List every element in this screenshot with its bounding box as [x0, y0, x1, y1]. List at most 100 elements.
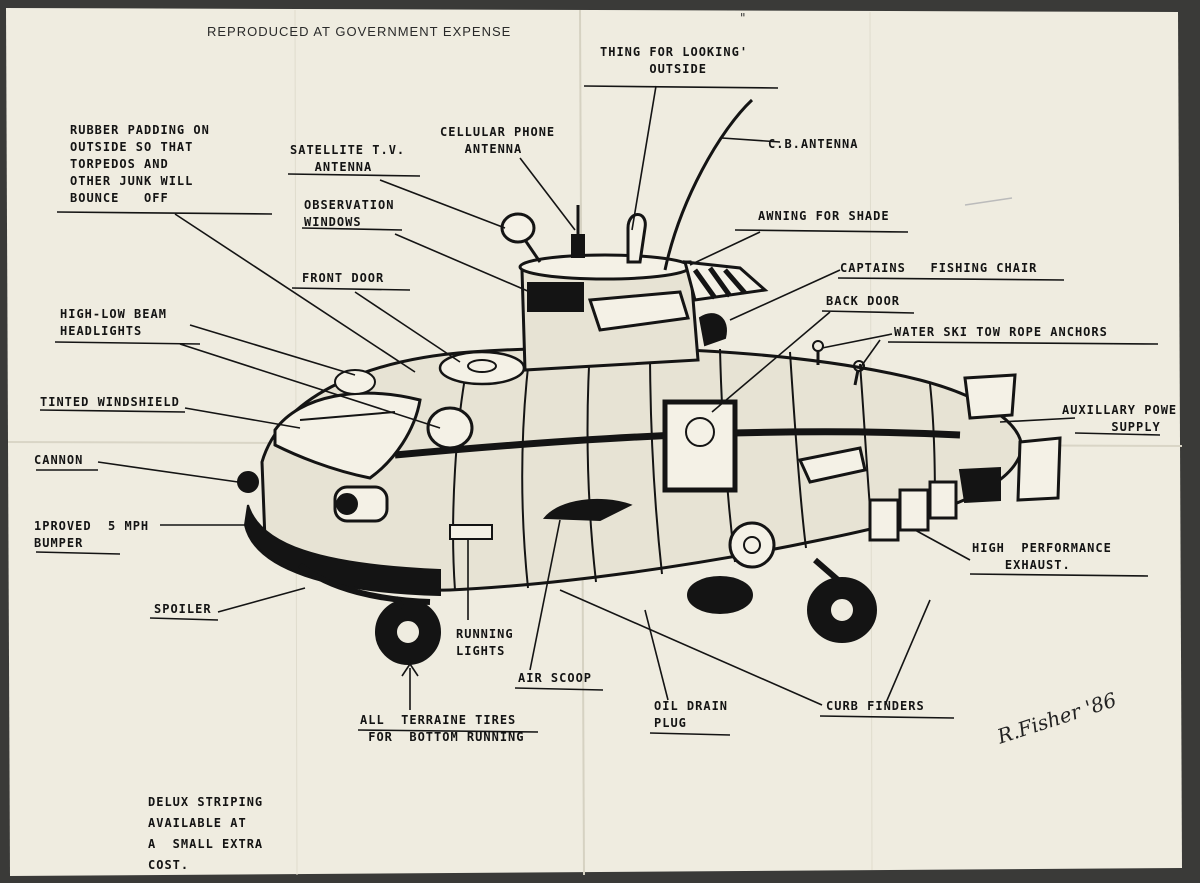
leader-cellular: [519, 157, 576, 231]
underline: [35, 551, 121, 555]
leader-satellite: [379, 179, 506, 229]
leader-cannon: [97, 461, 239, 483]
headlight: [426, 406, 474, 450]
rib: [521, 349, 531, 589]
label-captains-chair: CAPTAINS FISHING CHAIR: [840, 261, 1038, 275]
leader-anchor-2: [859, 339, 881, 369]
tire-strut: [392, 596, 405, 610]
exhaust-pipe: [928, 480, 958, 520]
header-stamp: REPRODUCED AT GOVERNMENT EXPENSE: [207, 24, 512, 39]
leader-observation: [394, 233, 531, 293]
underline: [56, 211, 273, 215]
porthole-center: [743, 536, 761, 554]
underline: [357, 729, 539, 733]
label-oil-drain-plug: OIL DRAIN PLUG: [654, 699, 729, 730]
cannon: [237, 471, 259, 493]
label-terraine-tires: ALL TERRAINE TIRES FOR BOTTOM RUNNING: [360, 713, 525, 744]
underline: [819, 715, 955, 719]
underline: [291, 287, 411, 291]
side-hatch: [797, 446, 867, 484]
leader-cb: [721, 137, 781, 143]
label-bumper: 1PROVED 5 MPH BUMPER: [34, 519, 150, 550]
underline: [1074, 432, 1161, 436]
label-awning: AWNING FOR SHADE: [758, 209, 890, 223]
leader-air-scoop: [529, 519, 561, 671]
exhaust-pipe: [898, 488, 930, 532]
tow-anchor: [853, 369, 860, 386]
leader-exhaust: [914, 529, 971, 561]
leader-curb-2: [884, 599, 931, 706]
label-back-door: BACK DOOR: [826, 294, 901, 308]
label-air-scoop: AIR SCOOP: [518, 671, 593, 685]
tow-anchor-ring: [812, 340, 824, 352]
underline: [149, 617, 219, 621]
windshield-line: [299, 411, 396, 421]
headlight-top: [334, 369, 376, 395]
curb-finder-arm: [813, 557, 840, 583]
tire: [687, 576, 753, 614]
hatch-center: [467, 359, 497, 373]
label-curb-finders: CURB FINDERS: [826, 699, 925, 713]
exhaust-pipe: [868, 498, 900, 542]
leader-periscope: [631, 85, 657, 231]
underline: [821, 310, 915, 314]
awning-stripes: [692, 266, 747, 300]
submarine: [237, 98, 1062, 665]
satellite-mast: [523, 239, 542, 263]
tower-hatch: [587, 290, 690, 332]
label-thing-for-looking: THING FOR LOOKING' OUTSIDE: [600, 45, 749, 76]
cb-antenna: [663, 98, 754, 271]
underline: [514, 687, 604, 691]
bumper: [243, 504, 441, 597]
leader-headlights-2: [179, 343, 441, 429]
label-spoiler: SPOILER: [154, 602, 212, 616]
label-running-lights: RUNNING LIGHTS: [456, 627, 514, 658]
leader-awning: [689, 231, 761, 266]
cannon-mouth: [336, 493, 358, 515]
captains-chair: [698, 313, 727, 347]
rib: [789, 351, 807, 549]
air-scoop: [542, 498, 633, 522]
label-rubber-padding: RUBBER PADDING ON OUTSIDE SO THAT TORPED…: [70, 123, 210, 205]
label-delux-striping: DELUX STRIPING AVAILABLE AT A SMALL EXTR…: [148, 795, 264, 872]
label-tinted-windshield: TINTED WINDSHIELD: [40, 395, 180, 409]
underline: [583, 85, 779, 89]
underline: [54, 341, 201, 345]
tail-fin-rear: [1016, 436, 1062, 502]
rib: [649, 346, 663, 575]
underline: [301, 227, 403, 231]
back-door: [662, 399, 738, 493]
label-satellite-antenna: SATELLITE T.V. ANTENNA: [290, 143, 406, 174]
label-high-low-beam: HIGH-LOW BEAM HEADLIGHTS: [60, 307, 167, 338]
leader-rubber: [174, 213, 416, 373]
label-exhaust: HIGH PERFORMANCE EXHAUST.: [972, 541, 1112, 572]
tow-anchor-ring: [853, 360, 865, 372]
tire-hub: [829, 597, 855, 623]
observation-windows: [527, 282, 584, 312]
back-door-window: [685, 417, 715, 447]
underline: [969, 573, 1149, 577]
leader-back-door: [711, 311, 831, 413]
tire-hub: [395, 619, 421, 645]
leader-anchor-1: [821, 333, 893, 349]
running-lights: [449, 524, 493, 540]
underline: [837, 277, 1065, 281]
leader-front-door: [354, 291, 461, 363]
porthole: [728, 521, 776, 569]
leader-lines: [35, 85, 1161, 736]
underline: [734, 229, 909, 233]
underline: [39, 409, 186, 413]
stray-mark: ": [740, 11, 746, 25]
satellite-dish: [500, 212, 536, 244]
leader-oil-drain: [644, 609, 669, 701]
label-auxiliary-power: AUXILLARY POWE SUPPLY: [1062, 403, 1178, 434]
label-observation-windows: OBSERVATION WINDOWS: [304, 198, 395, 229]
label-cannon: CANNON: [34, 453, 84, 467]
underline: [887, 341, 1159, 345]
label-cellular-phone-antenna: CELLULAR PHONE ANTENNA: [440, 125, 556, 156]
label-front-door: FRONT DOOR: [302, 271, 385, 285]
underline: [287, 173, 421, 177]
underline: [649, 732, 731, 736]
label-cb-antenna: C.B.ANTENNA: [768, 137, 859, 151]
